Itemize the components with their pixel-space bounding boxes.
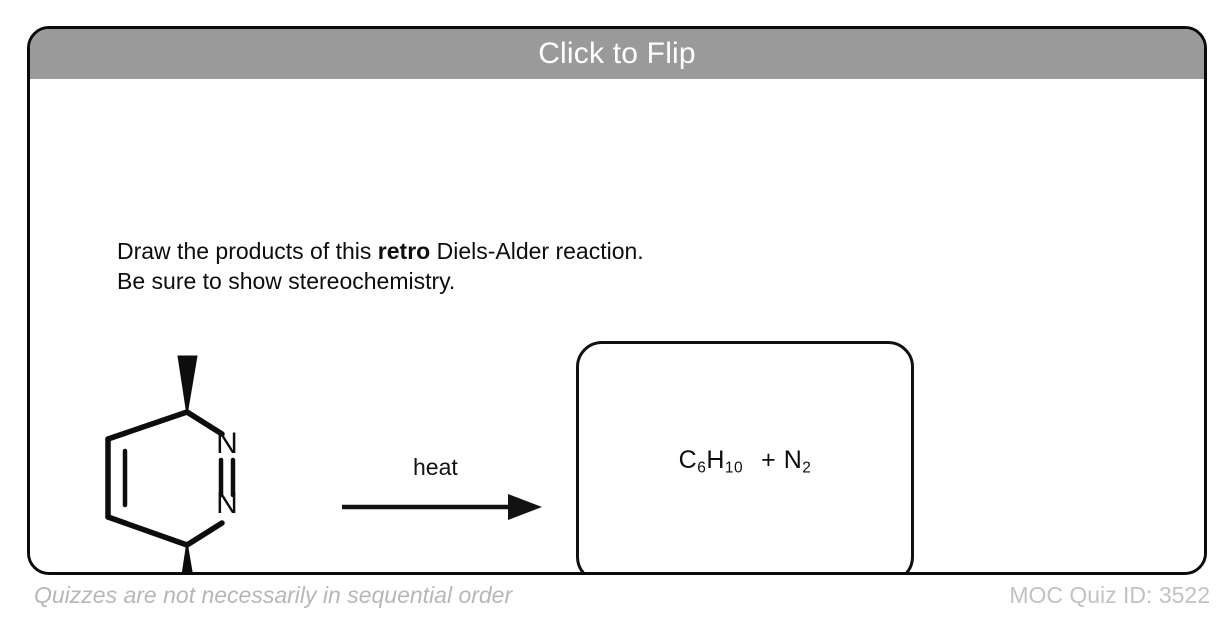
prompt-line-1-after: Diels-Alder reaction. [430, 238, 644, 264]
question-prompt: Draw the products of this retro Diels-Al… [117, 236, 644, 296]
wedge-bond-top-methyl [177, 355, 198, 416]
formula-c-subscript: 6 [697, 459, 707, 477]
bond-c3-c4 [105, 409, 190, 442]
atom-label-n1: N [216, 427, 238, 460]
reactant-structure [105, 409, 236, 548]
reaction-arrow [342, 494, 542, 520]
arrow-head [508, 494, 542, 520]
prompt-line-2: Be sure to show stereochemistry. [117, 268, 456, 294]
footer-note: Quizzes are not necessarily in sequentia… [34, 582, 513, 608]
formula-h: H [706, 446, 725, 475]
formula-h-subscript: 10 [724, 459, 744, 477]
footer: Quizzes are not necessarily in sequentia… [0, 582, 1228, 626]
reagent-label-heat: heat [413, 454, 458, 480]
card-header-bar[interactable]: Click to Flip [30, 29, 1204, 79]
bond-c3-n1 [184, 409, 225, 437]
bond-c6-n2 [184, 520, 225, 548]
prompt-line-1: Draw the products of this retro Diels-Al… [117, 236, 644, 266]
prompt-emphasis-retro: retro [377, 238, 431, 264]
footer-quiz-id: MOC Quiz ID: 3522 [1009, 582, 1210, 608]
bond-c5-c6 [105, 514, 190, 548]
card-body: Draw the products of this retro Diels-Al… [30, 79, 1204, 572]
formula-plus: + [761, 446, 777, 475]
formula-n: N [783, 446, 803, 475]
click-to-flip-label: Click to Flip [538, 37, 696, 70]
atom-label-n2: N [216, 487, 238, 520]
formula-c: C [678, 446, 698, 475]
product-box: C6H10 + N2 [576, 341, 914, 572]
prompt-line-1-before: Draw the products of this [117, 238, 378, 264]
formula-n-subscript: 2 [802, 459, 812, 477]
flashcard[interactable]: Click to Flip Draw the products of this … [27, 26, 1207, 575]
product-formula: C6H10 + N2 [679, 446, 812, 477]
wedge-bond-bottom-methyl [181, 541, 193, 572]
